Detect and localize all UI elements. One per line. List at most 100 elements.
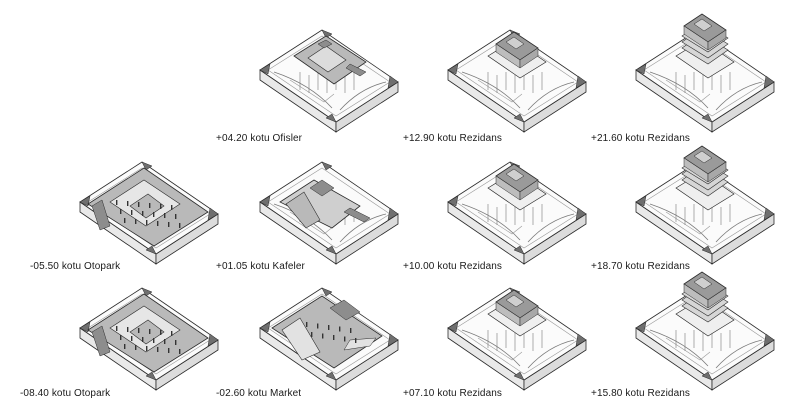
panel-r3c1	[79, 287, 219, 391]
column-mark	[311, 332, 313, 337]
corner-triangle	[575, 333, 587, 347]
column-mark	[153, 212, 155, 217]
column-mark	[127, 201, 129, 206]
office-wing	[345, 63, 367, 77]
label-r3c3: +07.10 kotu Rezidans	[403, 388, 503, 399]
corner-triangle	[701, 113, 713, 123]
column-mark	[171, 205, 173, 210]
corner-triangle	[635, 195, 647, 207]
corner-triangle	[79, 321, 91, 333]
corner-triangle	[259, 63, 271, 75]
tower-facade	[707, 29, 727, 51]
corner-triangle	[141, 287, 153, 297]
tower-core	[693, 18, 713, 32]
panel-r3c4	[635, 271, 775, 391]
site-curve	[477, 79, 523, 103]
column-mark	[149, 203, 151, 208]
column-mark	[179, 223, 181, 228]
corner-triangle	[701, 245, 713, 255]
label-r3c2: -02.60 kotu Market	[216, 388, 302, 399]
office-core	[317, 39, 333, 49]
parking-ramp	[91, 199, 111, 231]
corner-triangle	[701, 371, 713, 381]
market-ramp	[343, 337, 377, 351]
corner-triangle	[259, 321, 271, 333]
column-mark	[322, 333, 324, 339]
column-mark	[168, 348, 170, 353]
column-mark	[124, 218, 126, 223]
corner-triangle	[447, 63, 459, 75]
site-curve	[273, 71, 333, 109]
panel-r2c2	[259, 161, 399, 265]
parking-core	[129, 319, 165, 345]
tower-facade	[707, 287, 727, 309]
column-mark	[142, 211, 144, 216]
corner-triangle	[513, 113, 525, 123]
panel-r2c4	[635, 145, 775, 265]
site-curve	[339, 213, 387, 243]
corner-triangle	[325, 113, 337, 123]
cafe-wing	[343, 207, 371, 223]
site-curve	[715, 339, 763, 369]
corner-triangle	[763, 333, 775, 347]
column-mark	[164, 339, 166, 344]
site-curve	[461, 203, 521, 241]
column-mark	[131, 336, 133, 341]
column-mark	[116, 326, 118, 331]
column-mark	[146, 220, 148, 225]
panel-r1c4	[635, 13, 775, 133]
corner-triangle	[763, 207, 775, 221]
column-mark	[355, 338, 357, 343]
label-r1c4: +21.60 kotu Rezidans	[591, 133, 691, 144]
column-mark	[350, 328, 352, 333]
tower-facade	[519, 179, 539, 201]
corner-triangle	[325, 371, 337, 381]
tower-core	[505, 36, 525, 50]
column-mark	[135, 345, 137, 350]
corner-triangle	[447, 195, 459, 207]
panel-r2c1	[79, 161, 219, 265]
corner-triangle	[321, 161, 333, 171]
corner-triangle	[321, 29, 333, 39]
corner-triangle	[387, 207, 399, 221]
cafe-terrace	[285, 191, 321, 229]
site-curve	[649, 71, 709, 109]
column-mark	[344, 336, 346, 342]
corner-triangle	[79, 195, 91, 207]
site-curve	[527, 339, 575, 369]
column-mark	[124, 344, 126, 349]
site-curve	[715, 81, 763, 111]
cafe-core	[309, 179, 335, 197]
column-mark	[160, 330, 162, 335]
site-curve	[527, 213, 575, 243]
panel-r3c3	[447, 287, 587, 391]
column-mark	[153, 338, 155, 343]
column-mark	[168, 222, 170, 227]
office-atrium	[307, 45, 347, 73]
site-curve	[477, 337, 523, 361]
corner-triangle	[259, 195, 271, 207]
label-r2c1: -05.50 kotu Otopark	[30, 261, 121, 272]
parking-core	[129, 193, 165, 219]
column-mark	[127, 327, 129, 332]
site-curve	[665, 337, 711, 361]
corner-triangle	[387, 333, 399, 347]
corner-triangle	[207, 333, 219, 347]
corner-triangle	[141, 161, 153, 171]
label-r1c2: +04.20 kotu Ofisler	[216, 133, 303, 144]
column-mark	[146, 346, 148, 351]
label-r2c4: +18.70 kotu Rezidans	[591, 261, 691, 272]
site-curve	[715, 213, 763, 243]
column-mark	[339, 326, 341, 332]
panel-r1c3	[447, 29, 587, 133]
label-r1c3: +12.90 kotu Rezidans	[403, 133, 503, 144]
column-mark	[149, 329, 151, 334]
corner-triangle	[575, 75, 587, 89]
parking-ramp	[91, 325, 111, 357]
corner-triangle	[513, 371, 525, 381]
site-curve	[649, 203, 709, 241]
column-mark	[142, 337, 144, 342]
corner-triangle	[635, 321, 647, 333]
column-mark	[157, 221, 159, 226]
column-mark	[164, 213, 166, 218]
